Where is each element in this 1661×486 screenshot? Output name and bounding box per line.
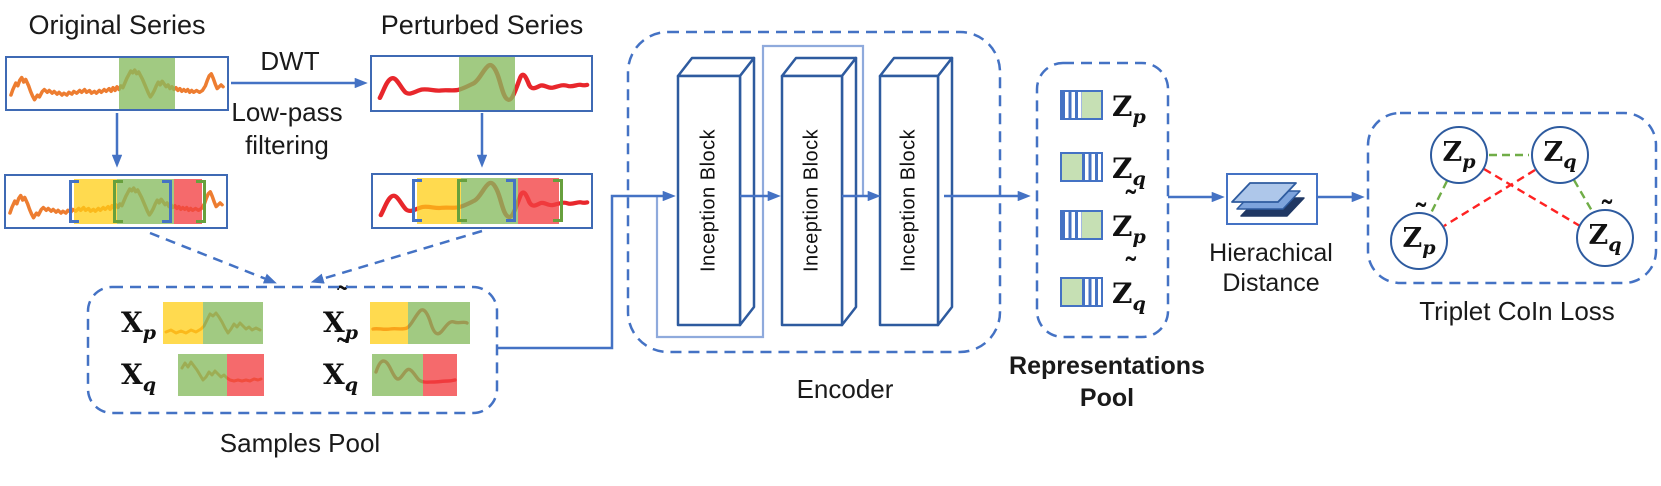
stripe-segment: [1062, 212, 1082, 238]
tilde-mark: ˜: [1413, 199, 1429, 234]
triplet-node-zq: Zq: [1531, 126, 1589, 184]
triplet-node-zq-tilde: ˜Zq: [1576, 196, 1634, 267]
sample-thumb-xp: [163, 302, 263, 344]
bracket-close-green: [553, 179, 563, 222]
sample-thumb-xq: [178, 354, 264, 396]
green-segment: [1062, 154, 1082, 180]
sample-label-xq-tilde: ˜Xq: [322, 334, 358, 397]
stripe-segment: [1062, 92, 1082, 118]
inception-block-3: Inception Block: [897, 128, 920, 273]
rep-label-zp: Zp: [1112, 90, 1146, 128]
triplet-node-zp: Zp: [1430, 126, 1488, 184]
lowpass-line2: filtering: [245, 130, 329, 160]
samples-pool-label: Samples Pool: [219, 428, 381, 458]
context-window-highlight: [459, 57, 515, 110]
original-sampled-box: [4, 174, 228, 229]
rep-icon-zp: [1060, 90, 1103, 120]
stripe-segment: [1081, 154, 1101, 180]
triplet-node-zp-tilde: ˜Zp: [1390, 199, 1448, 270]
sample-window-green: [117, 179, 174, 224]
perturbed-to-pool-dashed-arrow: [310, 229, 483, 284]
rep-icon-zp-tilde: [1060, 210, 1103, 240]
sample-thumb-xp-tilde: [370, 302, 470, 344]
original-series-curve: [9, 68, 225, 102]
green-segment: [1062, 279, 1082, 305]
tilde-mark: ˜: [334, 282, 350, 317]
perturbed-sampled-box: [371, 173, 593, 229]
inception-block-2: Inception Block: [800, 128, 823, 273]
bracket-close-green: [196, 180, 206, 223]
bracket-open-green: [457, 179, 467, 222]
encoder-label: Encoder: [796, 374, 894, 404]
green-segment: [1081, 92, 1101, 118]
original-series-box: [5, 56, 229, 111]
sample-label-xp: Xp: [120, 306, 156, 344]
tilde-mark: ˜: [334, 334, 350, 369]
perturbed-series-box: [370, 55, 593, 112]
sample-window-red: [174, 179, 202, 224]
rep-label-zq-tilde: ˜Zq: [1112, 253, 1146, 316]
hierarchical-distance-label: Hierachical Distance: [1209, 239, 1333, 297]
bracket-close-blue: [162, 180, 172, 223]
lowpass-filtering-label: Low-pass filtering: [212, 96, 362, 162]
representations-pool-label: Representations Pool: [1009, 352, 1205, 412]
inception-block-1: Inception Block: [697, 128, 720, 273]
rep-label-zp-tilde: ˜Zp: [1112, 186, 1146, 249]
tilde-mark: ˜: [1123, 186, 1139, 221]
stacked-layers-icon: [1231, 182, 1305, 217]
bracket-open-blue: [69, 180, 79, 223]
hierarchical-distance-box: [1226, 173, 1318, 225]
sample-window-yellow: [74, 179, 117, 224]
sample-thumb-xq-tilde: [372, 354, 457, 396]
triplet-loss-label: Triplet CoIn Loss: [1419, 296, 1615, 326]
tilde-mark: ˜: [1599, 196, 1615, 231]
original-series-title: Original Series: [28, 10, 206, 40]
lowpass-line1: Low-pass: [231, 97, 343, 127]
green-segment: [1081, 212, 1101, 238]
sample-window-yellow: [417, 178, 461, 224]
bracket-open-blue: [412, 179, 422, 222]
sample-label-xq: Xq: [120, 358, 156, 396]
rep-icon-zq-tilde: [1060, 277, 1103, 307]
tilde-mark: ˜: [1123, 253, 1139, 288]
perturbed-series-title: Perturbed Series: [380, 10, 584, 40]
context-window-highlight: [119, 58, 175, 109]
rep-label-zq: Zq: [1112, 152, 1146, 190]
stripe-segment: [1081, 279, 1101, 305]
rep-icon-zq: [1060, 152, 1103, 182]
original-to-pool-dashed-arrow: [149, 231, 277, 284]
bracket-open-green: [113, 180, 123, 223]
bracket-close-blue: [506, 179, 516, 222]
dwt-label: DWT: [260, 46, 320, 76]
